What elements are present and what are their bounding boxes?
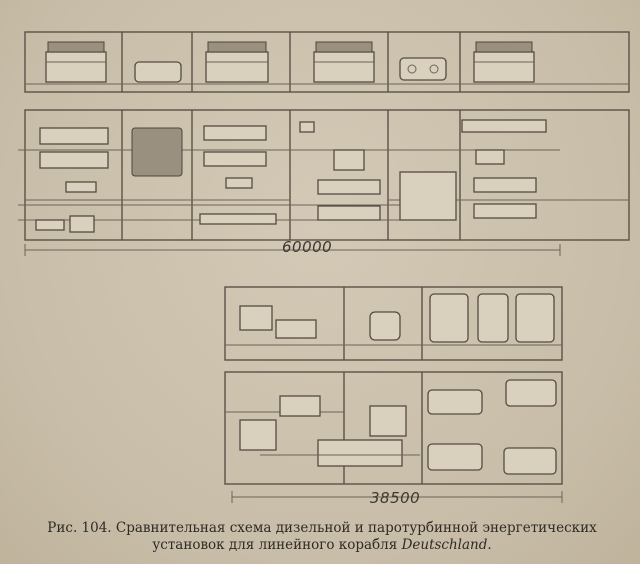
dimension-label-60000: 60000 <box>282 238 333 256</box>
boiler-elevation-3 <box>515 293 555 343</box>
auxiliary-elevation <box>369 311 401 341</box>
auxiliary-unit-9 <box>475 149 505 165</box>
auxiliary-unit-7 <box>333 149 365 171</box>
caption-text-2: установок для линейного корабля <box>152 537 398 553</box>
caption-ship-name: Deutschland. <box>401 537 492 553</box>
diesel-plant-elevation <box>24 31 630 93</box>
boiler-elevation-1 <box>429 293 469 343</box>
caption-text-1: Сравнительная схема дизельной и паротурб… <box>115 520 597 536</box>
turbine-plan-1 <box>239 419 277 451</box>
auxiliary-unit-2 <box>35 219 65 231</box>
diesel-engine-plan-7 <box>473 177 537 193</box>
diesel-engine-plan-1 <box>39 127 109 145</box>
steam-turbine-plant-elevation <box>224 286 563 361</box>
diesel-engine-plan-4 <box>203 151 267 167</box>
boiler-plan-4 <box>503 447 557 475</box>
auxiliary-unit-4 <box>225 177 253 189</box>
turbine-elevation-1 <box>239 305 273 331</box>
gearbox-elevation-1 <box>134 61 182 83</box>
figure-caption: Рис. 104. Сравнительная схема дизельной … <box>22 520 622 554</box>
condenser-plan <box>369 405 407 437</box>
boiler-plan-1 <box>427 389 483 415</box>
diesel-engine-plan-3 <box>203 125 267 141</box>
auxiliary-unit-3 <box>69 215 95 233</box>
auxiliary-unit-1 <box>65 181 97 193</box>
diesel-engine-plan-2 <box>39 151 109 169</box>
turbine-plan-2 <box>279 395 321 417</box>
caption-line-2: установок для линейного корабля Deutschl… <box>22 537 622 554</box>
diesel-engine-plan-5 <box>317 179 381 195</box>
diesel-engine-elevation-2 <box>205 41 269 83</box>
gear-elevation-1 <box>275 319 317 339</box>
diesel-engine-elevation-1 <box>45 41 107 83</box>
boiler-elevation-2 <box>477 293 509 343</box>
steam-turbine-plant-plan <box>224 371 563 485</box>
diesel-engine-plan-6 <box>317 205 381 221</box>
gearbox-elevation-2 <box>399 57 447 81</box>
boiler-plan-2 <box>505 379 557 407</box>
dimension-label-38500: 38500 <box>370 489 421 507</box>
gear-plan <box>317 439 403 467</box>
boiler-plan-3 <box>427 443 483 471</box>
caption-line-1: Рис. 104. Сравнительная схема дизельной … <box>22 520 622 537</box>
gearbox-plan-2 <box>399 171 457 221</box>
auxiliary-unit-8 <box>461 119 547 133</box>
auxiliary-unit-6 <box>299 121 315 133</box>
dimension-line-60000 <box>24 244 561 256</box>
diesel-engine-plan-8 <box>473 203 537 219</box>
dimension-line-38500 <box>231 491 563 503</box>
diesel-engine-elevation-3 <box>313 41 375 83</box>
diesel-plant-plan <box>18 109 630 241</box>
caption-prefix: Рис. 104. <box>47 520 112 536</box>
diesel-engine-elevation-4 <box>473 41 535 83</box>
auxiliary-unit-5 <box>199 213 277 225</box>
gearbox-plan <box>131 127 183 177</box>
